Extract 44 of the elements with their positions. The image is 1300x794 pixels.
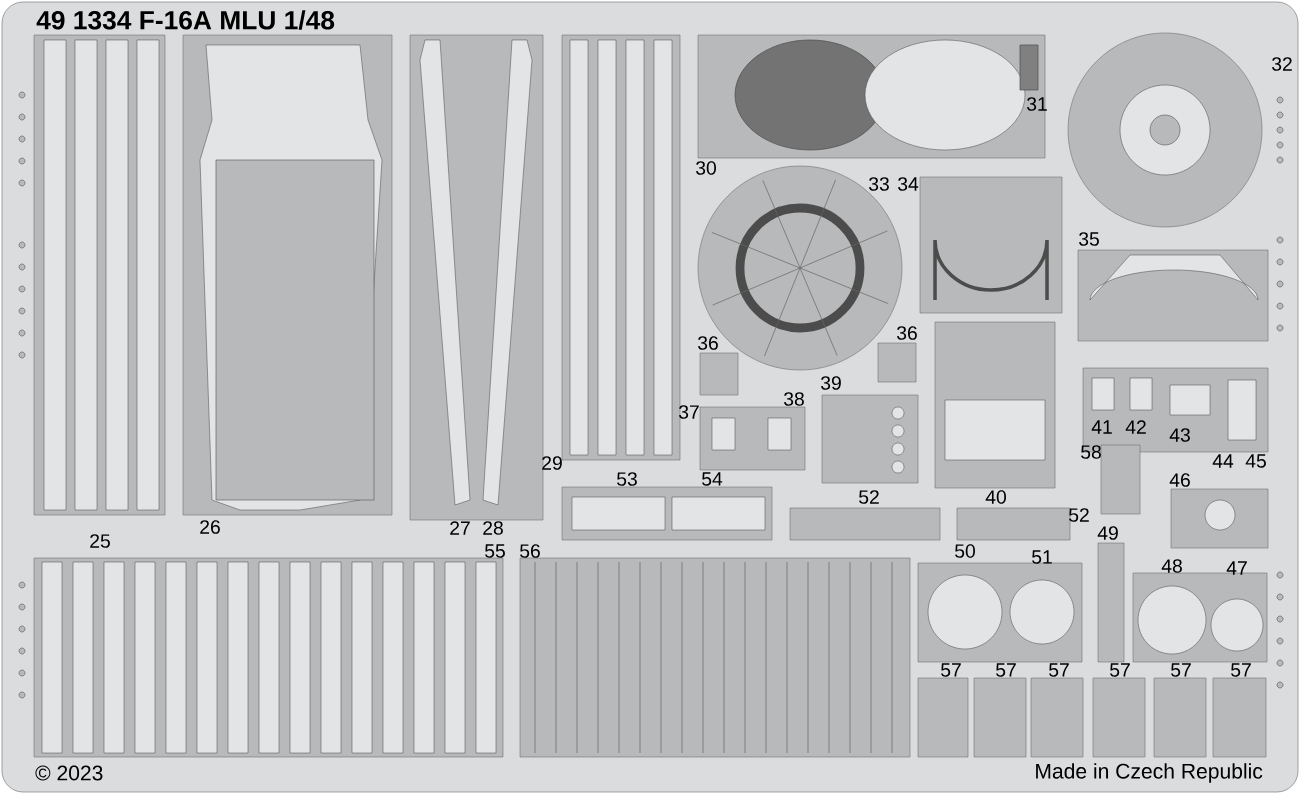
callout-number: 47 bbox=[1226, 561, 1247, 575]
callout-number: 54 bbox=[702, 472, 723, 486]
callout-number: 36 bbox=[897, 326, 917, 340]
callout-number: 57 bbox=[941, 663, 961, 677]
callout-number: 56 bbox=[520, 544, 540, 558]
callout-number: 52 bbox=[859, 490, 879, 504]
callout-number: 57 bbox=[1231, 663, 1251, 677]
callout-number: 50 bbox=[955, 544, 975, 558]
callout-number: 52 bbox=[1069, 508, 1089, 522]
callout-number: 37 bbox=[679, 405, 699, 419]
callout-number: 41 bbox=[1091, 420, 1112, 434]
callout-number: 57 bbox=[996, 663, 1016, 677]
callout-number: 42 bbox=[1125, 420, 1146, 434]
callout-number: 28 bbox=[483, 521, 503, 535]
note: Made in Czech Republic bbox=[1036, 763, 1263, 783]
callout-number: 38 bbox=[784, 392, 804, 406]
callout-number: 33 bbox=[869, 177, 889, 191]
callout-number: 29 bbox=[542, 456, 562, 470]
callout-number: 46 bbox=[1169, 473, 1190, 487]
callout-number: 53 bbox=[617, 472, 637, 486]
title: 49 1334 F-16A MLU 1/48 bbox=[36, 10, 335, 30]
callout-number: 43 bbox=[1169, 428, 1190, 442]
callout-number: 57 bbox=[1110, 663, 1130, 677]
callout-number: 26 bbox=[200, 520, 220, 534]
callout-number: 49 bbox=[1097, 526, 1118, 540]
callout-number: 36 bbox=[698, 336, 718, 350]
callout-number: 25 bbox=[90, 534, 110, 548]
callout-number: 35 bbox=[1079, 232, 1099, 246]
callout-number: 51 bbox=[1032, 550, 1052, 564]
callout-number: 55 bbox=[485, 544, 505, 558]
callout-number: 30 bbox=[696, 161, 716, 175]
callout-number: 45 bbox=[1245, 454, 1266, 468]
callout-number: 57 bbox=[1049, 663, 1069, 677]
callout-number: 48 bbox=[1161, 559, 1182, 573]
callout-number: 58 bbox=[1081, 445, 1101, 459]
callout-number: 57 bbox=[1171, 663, 1191, 677]
callout-number: 39 bbox=[821, 376, 841, 390]
callout-number: 34 bbox=[898, 177, 919, 191]
callout-number: 31 bbox=[1027, 97, 1047, 111]
callout-number: 40 bbox=[985, 490, 1006, 504]
callout-number: 27 bbox=[450, 521, 470, 535]
note: © 2023 bbox=[35, 765, 103, 781]
callout-number: 32 bbox=[1272, 57, 1292, 71]
callout-number: 44 bbox=[1212, 454, 1234, 468]
